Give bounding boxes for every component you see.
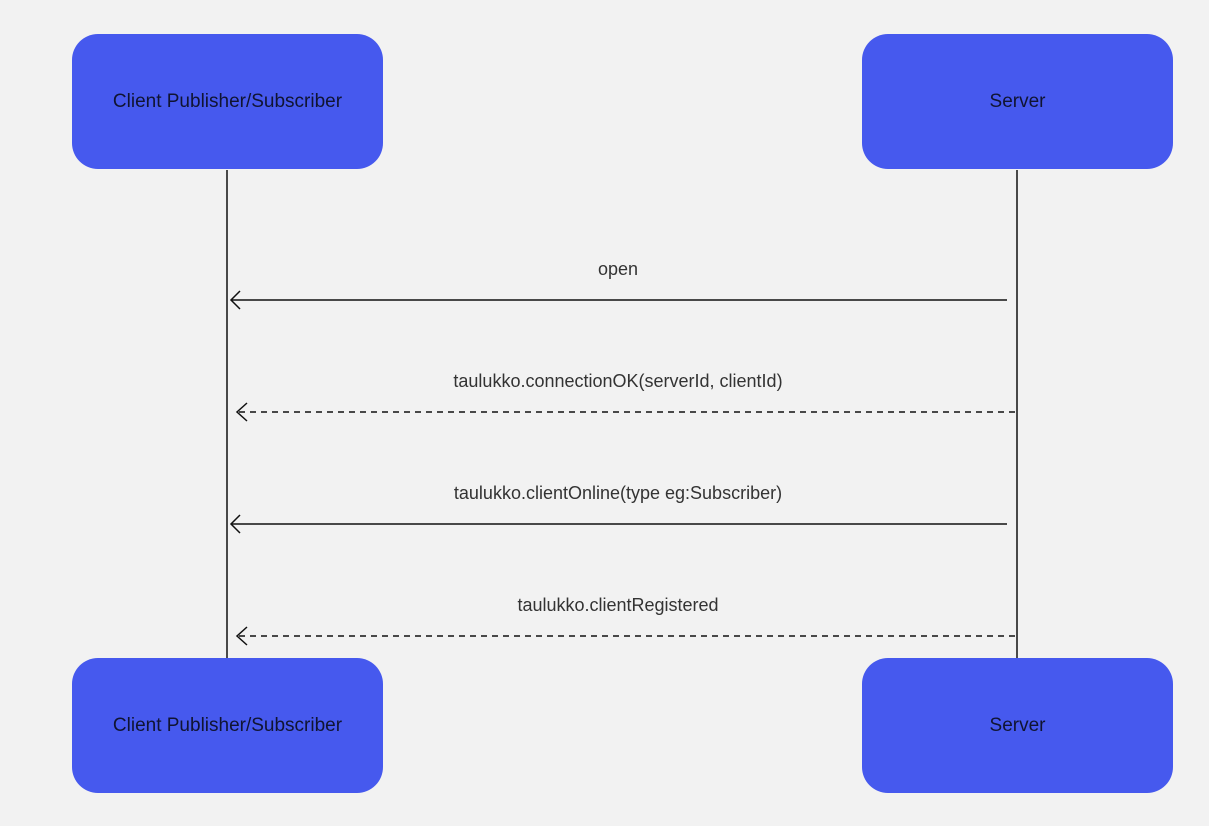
message-arrow-connection-ok: [235, 402, 1015, 422]
arrowhead: [229, 290, 241, 310]
arrowhead: [235, 626, 248, 646]
participant-server-top[interactable]: Server: [862, 34, 1173, 169]
message-label: taulukko.connectionOK(serverId, clientId…: [453, 371, 783, 391]
message-arrow-open: [229, 290, 1007, 310]
participant-server-label: Server: [989, 714, 1046, 736]
arrowhead: [229, 514, 241, 534]
arrowhead: [235, 402, 248, 422]
message-arrow-client-registered: [235, 626, 1015, 646]
participant-client-label: Client Publisher/Subscriber: [112, 90, 343, 112]
message-label: open: [597, 259, 639, 279]
participant-server-label: Server: [989, 90, 1046, 112]
message-label: taulukko.clientRegistered: [517, 595, 719, 615]
message-arrow-client-online: [229, 514, 1007, 534]
participant-server-bottom[interactable]: Server: [862, 658, 1173, 793]
participant-client-bottom[interactable]: Client Publisher/Subscriber: [72, 658, 383, 793]
participant-client-top[interactable]: Client Publisher/Subscriber: [72, 34, 383, 169]
message-label: taulukko.clientOnline(type eg:Subscriber…: [453, 483, 783, 503]
participant-client-label: Client Publisher/Subscriber: [112, 714, 343, 736]
